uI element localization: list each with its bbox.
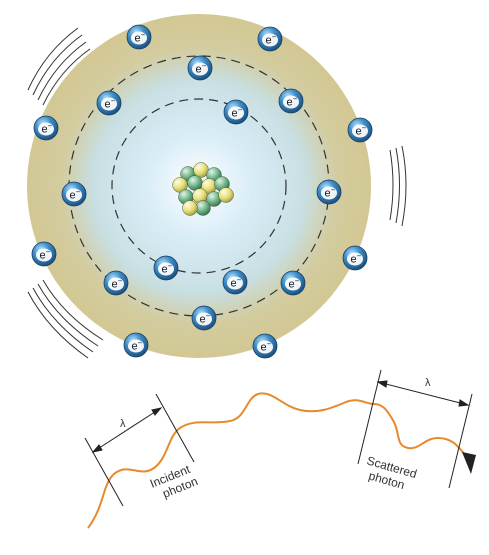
electron-label-backdrop: [347, 252, 363, 266]
electron-label-backdrop: [38, 122, 54, 136]
electron-charge: −: [238, 106, 243, 115]
electron-label: e−: [40, 248, 51, 262]
electron-label-backdrop: [128, 339, 144, 353]
nucleus: [172, 162, 234, 216]
incident-wavelength-symbol: λ: [120, 418, 126, 430]
electron-label-backdrop: [262, 33, 278, 47]
electron-charge: −: [331, 186, 336, 195]
electron: e−: [280, 270, 306, 296]
electron-label-backdrop: [257, 340, 273, 354]
photon-wave: [87, 392, 467, 529]
electron-charge: −: [141, 31, 146, 40]
electron-label: e−: [42, 122, 53, 136]
electron-label: e−: [231, 276, 242, 290]
electron-charge: −: [362, 124, 367, 133]
electron-charge: −: [272, 33, 277, 42]
electron-label: e−: [135, 31, 146, 45]
electron-label-backdrop: [131, 31, 147, 45]
electron-label-backdrop: [101, 97, 117, 111]
electron-label: e−: [70, 188, 81, 202]
electron: e−: [316, 179, 342, 205]
scattered-photon-label: Scattered photon: [365, 453, 418, 492]
electron-label-backdrop: [66, 188, 82, 202]
electron-charge: −: [267, 340, 272, 349]
electron: e−: [187, 55, 213, 81]
electron-charge: −: [138, 339, 143, 348]
electron-label: e−: [287, 95, 298, 109]
electron-charge: −: [46, 248, 51, 257]
electron-label: e−: [132, 339, 143, 353]
electron: e−: [153, 255, 179, 281]
electron: e−: [123, 332, 149, 358]
inner-orbit: [111, 98, 287, 274]
electron: e−: [252, 333, 278, 359]
electron-charge: −: [206, 312, 211, 321]
electron: e−: [33, 115, 59, 141]
electron-label: e−: [325, 186, 336, 200]
electron-charge: −: [118, 277, 123, 286]
electron-label: e−: [162, 262, 173, 276]
electron-label-backdrop: [352, 124, 368, 138]
electron-charge: −: [293, 95, 298, 104]
electron-label-backdrop: [228, 106, 244, 120]
motion-arcs-lower-left: [27, 279, 104, 359]
incident-wavelength-marker: [84, 393, 195, 507]
scattered-wavelength-symbol: λ: [425, 377, 431, 389]
electron-charge: −: [76, 188, 81, 197]
electron-label: e−: [112, 277, 123, 291]
photon-arrowhead: [462, 452, 476, 474]
scattered-wavelength-marker: [357, 369, 473, 489]
electron-label: e−: [351, 252, 362, 266]
electron: e−: [257, 26, 283, 52]
electron-charge: −: [111, 97, 116, 106]
electron-label: e−: [261, 340, 272, 354]
electron-label: e−: [289, 277, 300, 291]
electron-label: e−: [200, 312, 211, 326]
neutron: [187, 175, 203, 191]
electron-label-backdrop: [283, 95, 299, 109]
electron-charge: −: [295, 277, 300, 286]
proton: [218, 187, 234, 203]
proton: [193, 162, 209, 178]
electron: e−: [342, 245, 368, 271]
electron: e−: [103, 270, 129, 296]
electron: e−: [222, 269, 248, 295]
electron: e−: [278, 88, 304, 114]
electron-label-backdrop: [192, 62, 208, 76]
motion-arcs-upper-left: [27, 27, 91, 106]
electron: e−: [31, 241, 57, 267]
electron: e−: [61, 181, 87, 207]
electron-charge: −: [357, 252, 362, 261]
electron-label-backdrop: [196, 312, 212, 326]
electron-charge: −: [202, 62, 207, 71]
electron-label: e−: [232, 106, 243, 120]
electron-label: e−: [356, 124, 367, 138]
electron-label-backdrop: [158, 262, 174, 276]
electron-label-backdrop: [227, 276, 243, 290]
electron: e−: [126, 24, 152, 50]
electron-label: e−: [105, 97, 116, 111]
proton: [182, 200, 198, 216]
electron-label-backdrop: [285, 277, 301, 291]
electron-label: e−: [266, 33, 277, 47]
electron-charge: −: [48, 122, 53, 131]
electrons: e− e− e− e− e− e− e− e− e− e− e− e− e− e− e− e− e− e− e−: [31, 24, 373, 359]
electron: e−: [223, 99, 249, 125]
electron-label-backdrop: [108, 277, 124, 291]
electron-charge: −: [168, 262, 173, 271]
electron: e−: [191, 305, 217, 331]
electron-label-backdrop: [321, 186, 337, 200]
electron: e−: [96, 90, 122, 116]
motion-arcs-right: [389, 145, 407, 227]
electron-label: e−: [196, 62, 207, 76]
electron: e−: [347, 117, 373, 143]
electron-label-backdrop: [36, 248, 52, 262]
electron-charge: −: [237, 276, 242, 285]
